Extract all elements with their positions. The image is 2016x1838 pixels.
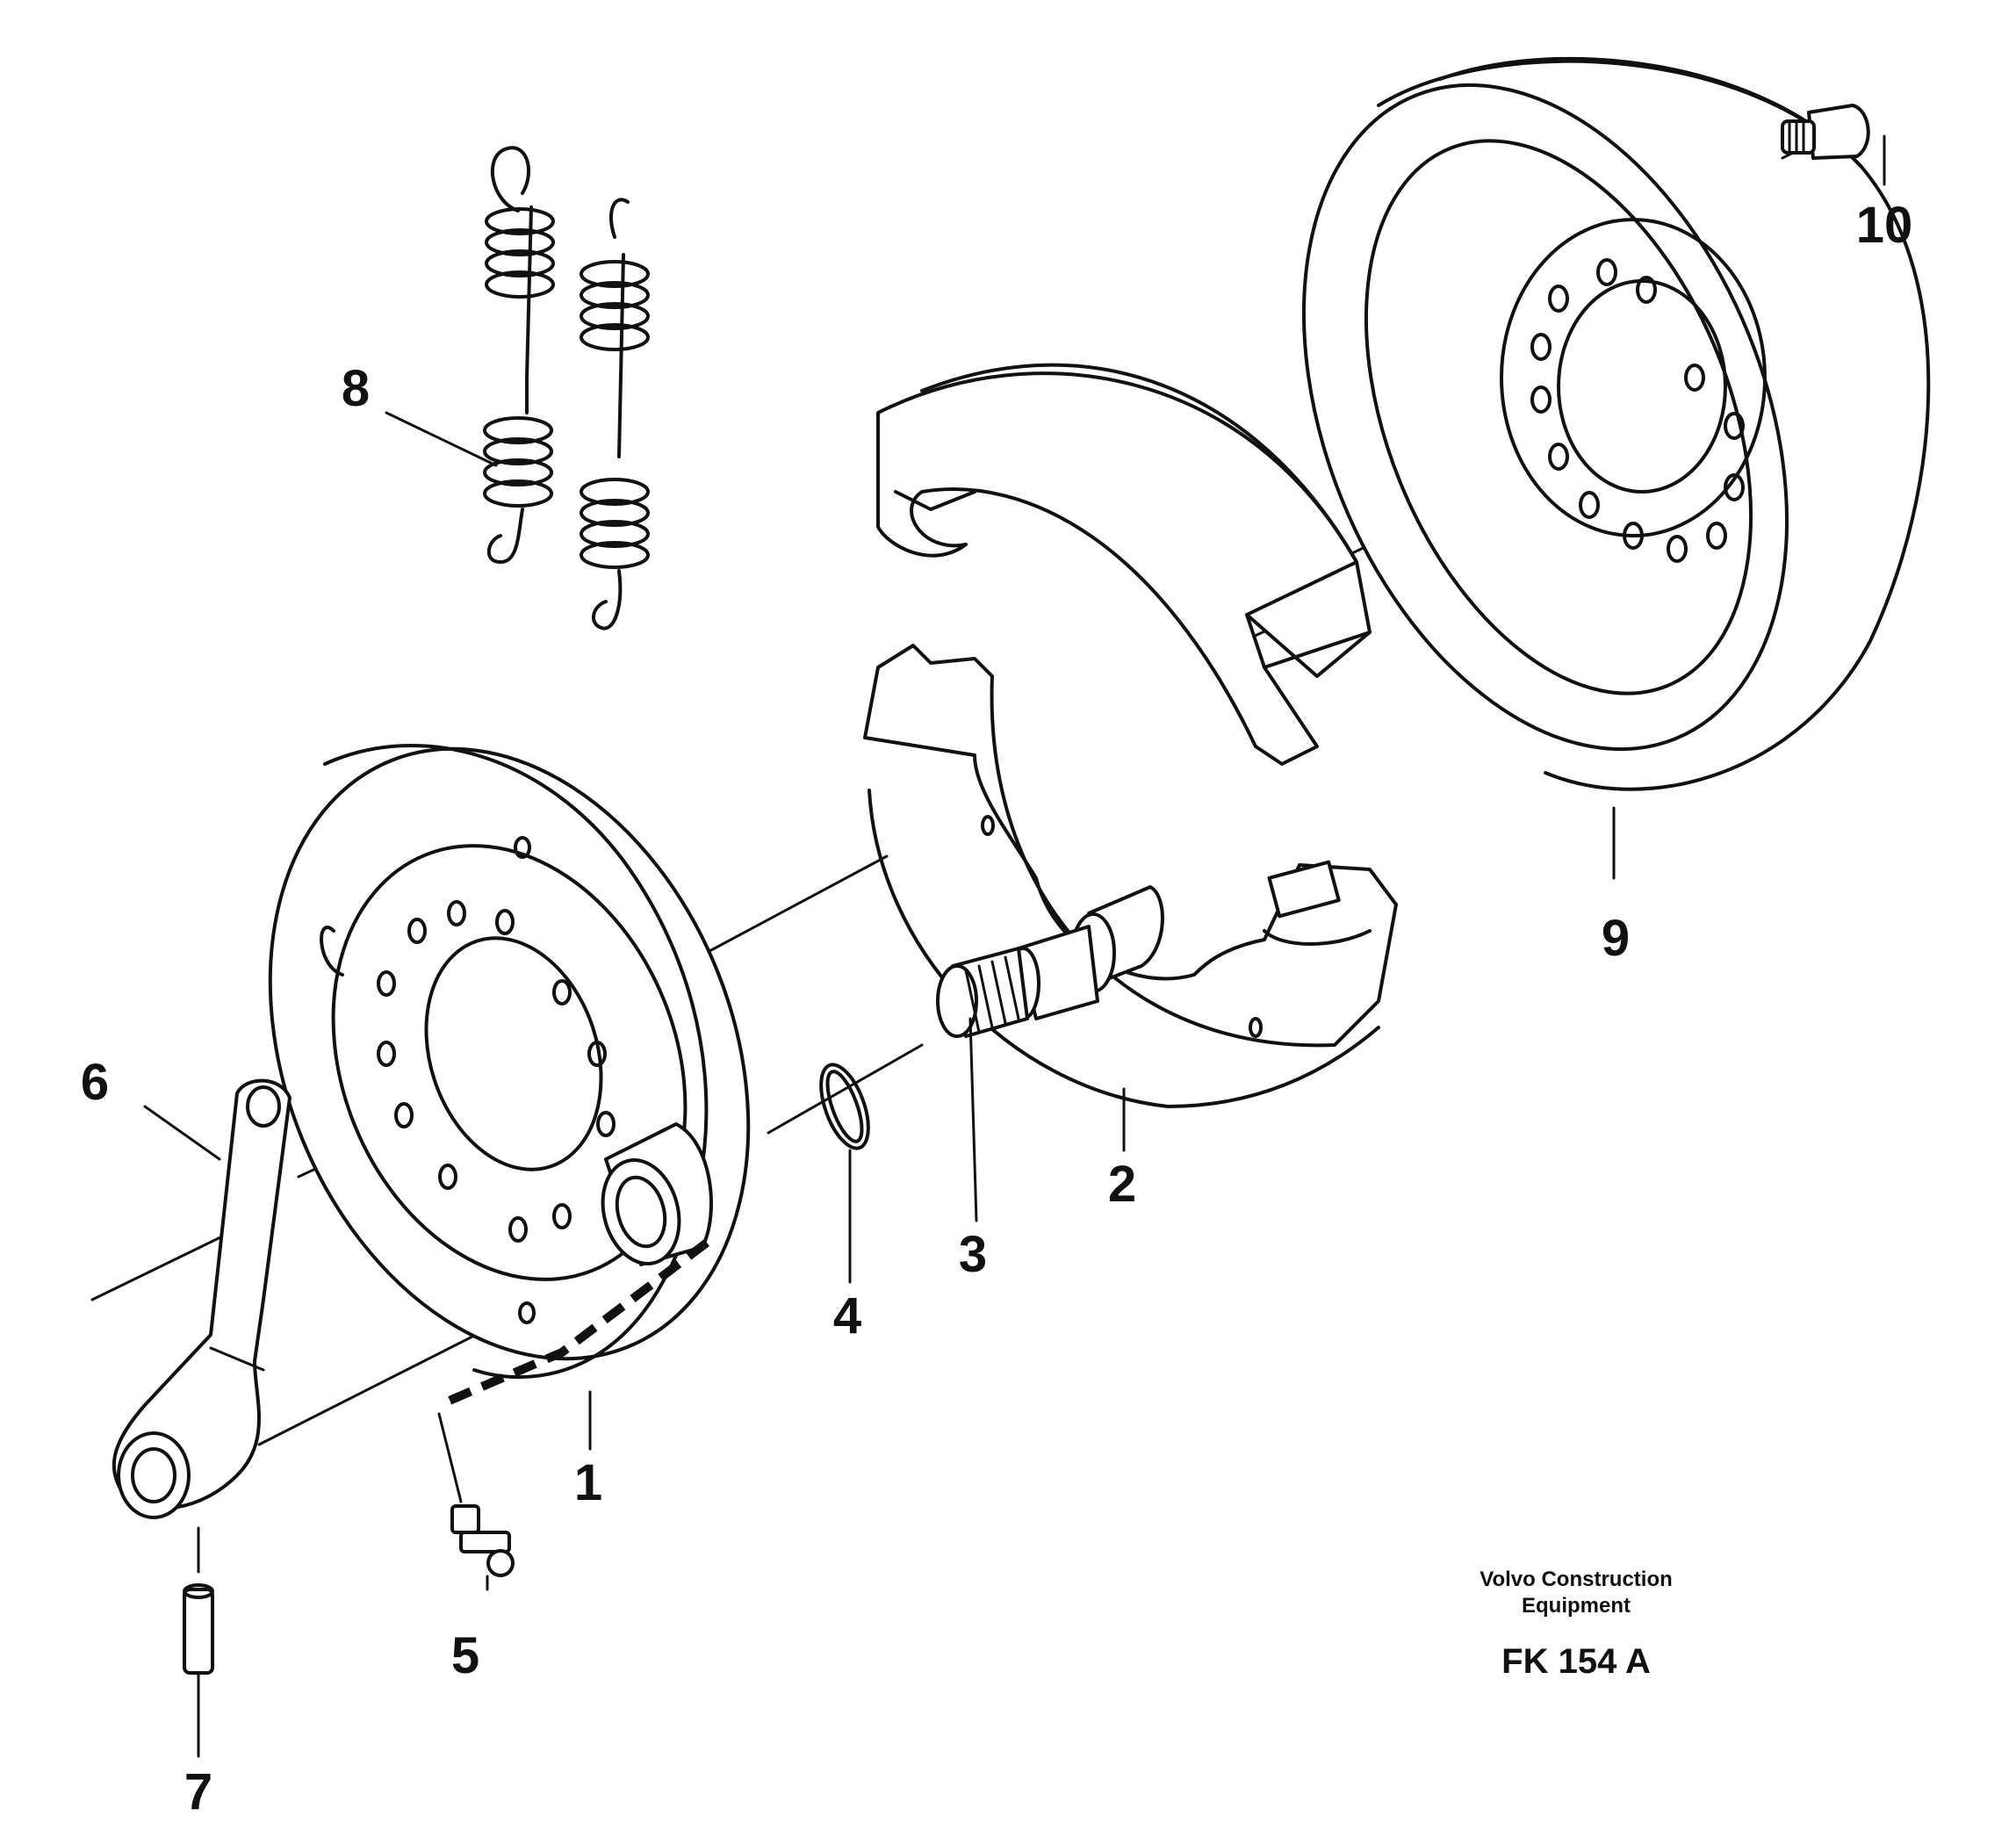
part-label-2: 2	[1108, 1156, 1136, 1213]
part-label-3: 3	[959, 1226, 987, 1283]
bolt	[1781, 104, 1870, 160]
part-label-7: 7	[184, 1763, 212, 1820]
catalog-footer: Volvo Construction Equipment FK 154 A	[1480, 1568, 1673, 1681]
part-label-6: 6	[81, 1054, 109, 1111]
brake-shoe-upper	[876, 363, 1372, 766]
part-label-4: 4	[833, 1287, 861, 1344]
lever-arm	[112, 1078, 292, 1519]
maker-name-line1: Volvo Construction	[1480, 1568, 1673, 1591]
maker-name-line2: Equipment	[1522, 1594, 1631, 1618]
part-label-9: 9	[1602, 910, 1630, 967]
part-label-10: 10	[1856, 197, 1913, 254]
pin	[183, 1526, 214, 1675]
figure-code: FK 154 A	[1501, 1642, 1651, 1681]
camshaft	[936, 885, 1164, 1038]
grease-nipple	[437, 1412, 515, 1577]
part-label-8: 8	[342, 360, 370, 417]
part-label-5: 5	[451, 1627, 479, 1684]
leader-lines	[143, 134, 1886, 1758]
return-springs	[483, 146, 650, 631]
part-labels: 1 2 3 4 5 6 7 8 9 10	[81, 197, 1912, 1820]
o-ring	[819, 1063, 870, 1150]
backing-plate	[268, 743, 751, 1409]
brake-shoe-lower	[863, 644, 1398, 1108]
part-label-1: 1	[574, 1454, 602, 1511]
brake-drum	[1302, 56, 1931, 791]
